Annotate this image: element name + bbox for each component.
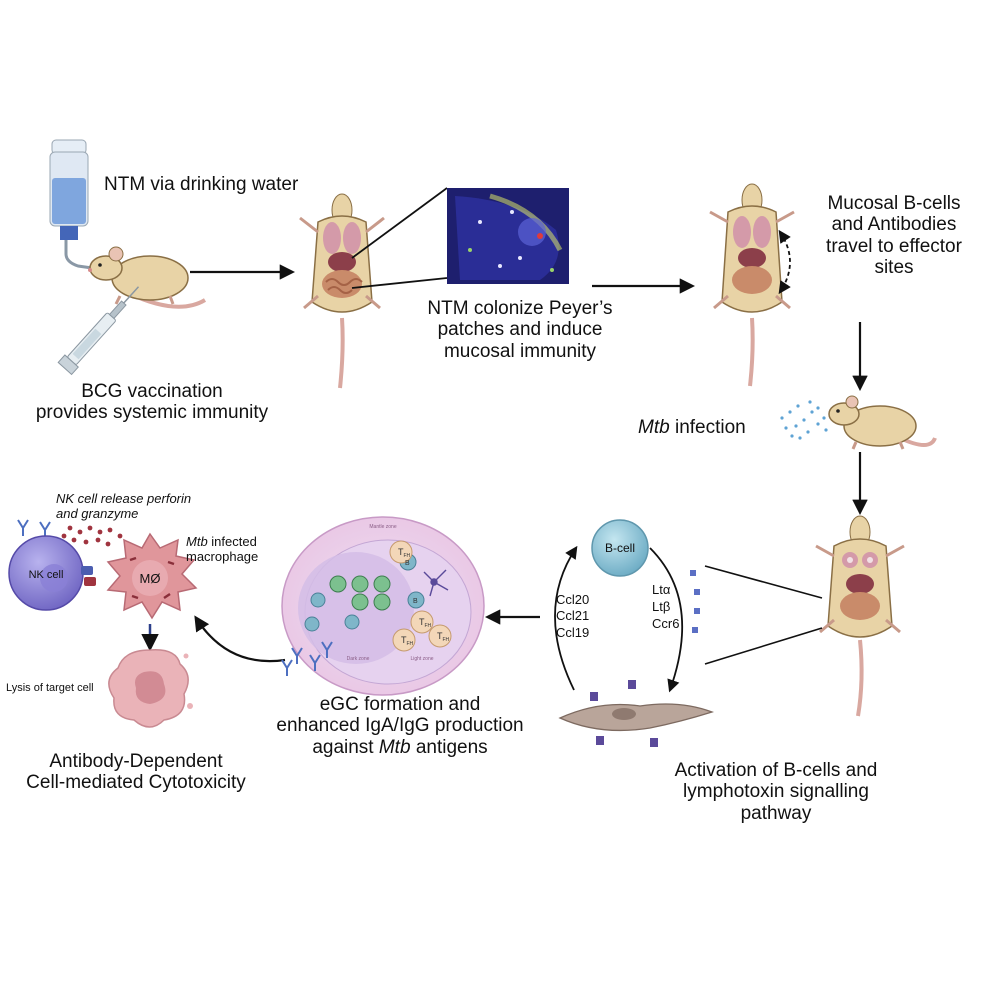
b-cell-icon	[591, 519, 649, 577]
macrophage-symbol-label: MØ	[140, 571, 161, 586]
ntm-water-label: NTM via drinking water	[104, 174, 299, 195]
lymphotoxin-squares	[690, 570, 700, 633]
tfh-label: TFH	[398, 547, 411, 559]
ntm-colonize-label: NTM colonize Peyer’s patches and induce …	[427, 298, 613, 362]
b-cell-label: B-cell	[605, 541, 635, 555]
activation-label: Activation of B-cells and lymphotoxin si…	[674, 760, 878, 824]
tfh-label: TFH	[437, 631, 450, 643]
lysed-cell-icon	[108, 649, 193, 728]
zoom-line-top	[351, 187, 448, 259]
mouse-icon	[828, 395, 937, 450]
chemokine-item: Ccl20	[556, 592, 590, 607]
b-label: B	[413, 598, 418, 605]
antibody-icon	[17, 519, 333, 676]
flow-arrow-6	[194, 615, 286, 663]
zoom-line-upper	[704, 565, 823, 599]
microscopy-image	[447, 188, 569, 284]
chemokine-item: Ccl19	[556, 624, 590, 640]
activation-arrow	[649, 547, 684, 693]
egc-label: eGC formation and enhanced IgA/IgG produ…	[276, 694, 524, 758]
lymphotoxin-item: Ltβ	[652, 598, 671, 614]
aerosol-dots	[780, 400, 828, 440]
nk-release-label: NK cell release perforin and granzyme	[56, 491, 192, 521]
mtb-infected-macrophage-label: Mtb infected macrophage	[186, 534, 259, 564]
bcg-label: BCG vaccination provides systemic immuni…	[35, 381, 269, 424]
mouse-icon	[88, 246, 207, 309]
chemokine-list: Ccl20 Ccl21 Ccl19	[556, 592, 589, 641]
gc-dark-label: Dark zone	[347, 656, 370, 662]
nk-cell-icon	[8, 535, 96, 611]
lymphotoxin-item: Ltα	[652, 582, 671, 597]
syringe-icon	[57, 286, 140, 376]
chemokine-arrow	[554, 545, 578, 691]
water-bottle-icon	[49, 139, 93, 270]
lymphotoxin-list: Ltα Ltβ Ccr6	[652, 582, 679, 633]
macrophage-icon	[106, 532, 198, 620]
b-label: B	[405, 560, 410, 567]
lysis-label: Lysis of target cell	[6, 682, 94, 694]
gc-mantle-label: Mantle zone	[369, 524, 396, 530]
chemokine-item: Ccl21	[556, 608, 590, 624]
mouse-icon	[815, 515, 905, 717]
gc-light-label: Light zone	[410, 656, 433, 662]
zoom-line-lower	[704, 627, 823, 665]
lymphotoxin-item: Ccr6	[652, 615, 680, 631]
mouse-icon	[709, 183, 795, 387]
tfh-label: TFH	[401, 635, 414, 647]
germinal-center-icon: Mantle zone Dark zone Light zone TFH TFH…	[281, 516, 485, 696]
mtb-infection-label: Mtb infection	[638, 417, 746, 438]
zoom-line-bottom	[351, 277, 448, 289]
mouse-icon	[299, 193, 385, 389]
mucosal-label: Mucosal B-cells and Antibodies travel to…	[826, 193, 962, 278]
perforin-granzyme-dots	[61, 525, 123, 547]
adcc-label: Antibody-Dependent Cell-mediated Cytotox…	[26, 751, 246, 794]
tfh-label: TFH	[419, 617, 432, 629]
stromal-cell-icon	[558, 680, 715, 747]
nk-cell-label: NK cell	[29, 569, 64, 581]
